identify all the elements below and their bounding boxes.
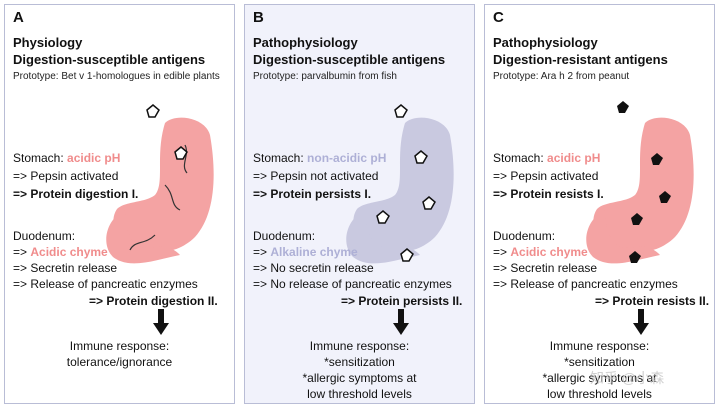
prototype-text: Prototype: Bet v 1-homologues in edible … bbox=[13, 71, 220, 82]
immune-response-text: *sensitization bbox=[564, 355, 635, 369]
panel-title: Pathophysiology bbox=[493, 35, 598, 50]
panel-subtitle: Digestion-susceptible antigens bbox=[253, 52, 446, 67]
enzymes-line: => Release of pancreatic enzymes bbox=[13, 277, 198, 291]
protein-line-1: => Protein digestion I. bbox=[13, 187, 139, 201]
panel-subtitle: Digestion-susceptible antigens bbox=[13, 52, 206, 67]
duodenum-label: Duodenum: bbox=[493, 229, 556, 243]
panel-a: A Physiology Digestion-susceptible antig… bbox=[4, 4, 235, 404]
antigen-icon bbox=[414, 150, 428, 164]
duodenum-label: Duodenum: bbox=[253, 229, 316, 243]
protein-line-2: => Protein digestion II. bbox=[89, 294, 218, 308]
pepsin-line: => Pepsin activated bbox=[493, 169, 599, 183]
antigen-icon bbox=[422, 196, 436, 210]
panel-letter: B bbox=[253, 9, 264, 26]
antigen-icon bbox=[376, 210, 390, 224]
duodenum-label: Duodenum: bbox=[13, 229, 76, 243]
enzymes-line: => No release of pancreatic enzymes bbox=[253, 277, 452, 291]
panel-subtitle: Digestion-resistant antigens bbox=[493, 52, 668, 67]
down-arrow-icon bbox=[153, 309, 169, 335]
stomach-line: Stomach: acidic pH bbox=[493, 151, 601, 165]
antigen-icon bbox=[629, 251, 641, 263]
stomach-illustration bbox=[346, 104, 454, 264]
secretin-line: => Secretin release bbox=[13, 261, 118, 275]
down-arrow-icon bbox=[393, 309, 409, 335]
antigen-icon bbox=[617, 101, 629, 113]
secretin-line: => No secretin release bbox=[253, 261, 374, 275]
antigen-icon bbox=[651, 153, 663, 165]
immune-response-title: Immune response: bbox=[69, 339, 170, 353]
panel-title: Pathophysiology bbox=[253, 35, 358, 50]
immune-response-text: *allergic symptoms at bbox=[302, 371, 417, 385]
pepsin-line: => Pepsin activated bbox=[13, 169, 119, 183]
immune-response-text: tolerance/ignorance bbox=[66, 355, 173, 369]
panel-letter: C bbox=[493, 9, 504, 26]
secretin-line: => Secretin release bbox=[493, 261, 598, 275]
panel-b: B Pathophysiology Digestion-susceptible … bbox=[244, 4, 475, 404]
antigen-icon bbox=[174, 146, 188, 160]
antigen-icon bbox=[659, 191, 671, 203]
prototype-text: Prototype: Ara h 2 from peanut bbox=[493, 71, 630, 82]
enzymes-line: => Release of pancreatic enzymes bbox=[493, 277, 678, 291]
antigen-icon bbox=[146, 104, 160, 118]
immune-response-title: Immune response: bbox=[309, 339, 410, 353]
protein-line-1: => Protein persists I. bbox=[253, 187, 372, 201]
prototype-text: Prototype: parvalbumin from fish bbox=[253, 71, 397, 82]
chyme-line: => Acidic chyme bbox=[493, 245, 588, 259]
immune-response-title: Immune response: bbox=[549, 339, 650, 353]
antigen-icon bbox=[394, 104, 408, 118]
panel-title: Physiology bbox=[13, 35, 83, 50]
stomach-line: Stomach: acidic pH bbox=[13, 151, 121, 165]
stomach-line: Stomach: non-acidic pH bbox=[253, 151, 387, 165]
watermark: 知乎 @小森 bbox=[590, 370, 665, 386]
panel-c: C Pathophysiology Digestion-resistant an… bbox=[484, 4, 715, 404]
protein-line-2: => Protein resists II. bbox=[595, 294, 710, 308]
chyme-line: => Alkaline chyme bbox=[253, 245, 358, 259]
panel-letter: A bbox=[13, 9, 24, 26]
protein-line-2: => Protein persists II. bbox=[341, 294, 463, 308]
chyme-line: => Acidic chyme bbox=[13, 245, 108, 259]
antigen-icon bbox=[400, 248, 414, 262]
immune-response-text: *allergic symptoms at bbox=[542, 371, 657, 385]
antigen-icon bbox=[631, 213, 643, 225]
pepsin-line: => Pepsin not activated bbox=[253, 169, 379, 183]
immune-response-text: low threshold levels bbox=[547, 387, 652, 401]
stomach-illustration bbox=[586, 101, 694, 264]
immune-response-text: *sensitization bbox=[324, 355, 395, 369]
stomach-illustration bbox=[106, 104, 214, 264]
immune-response-text: low threshold levels bbox=[307, 387, 412, 401]
protein-line-1: => Protein resists I. bbox=[493, 187, 604, 201]
down-arrow-icon bbox=[633, 309, 649, 335]
